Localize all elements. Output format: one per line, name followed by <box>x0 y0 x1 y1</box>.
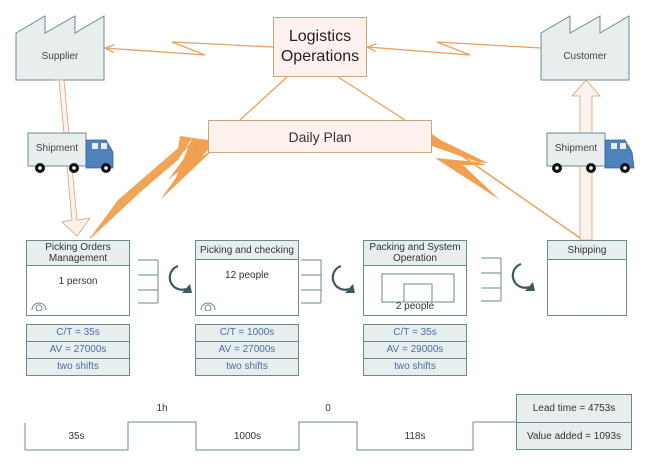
shifts: two shifts <box>196 359 298 375</box>
lightning-bolt-left <box>160 140 215 200</box>
operator-icon <box>200 302 216 311</box>
connector-line <box>239 76 288 121</box>
truck-icon-right <box>546 132 635 173</box>
lead-time: Lead time = 4753s <box>517 395 631 423</box>
cycle-arrow-head <box>345 284 355 293</box>
data-box-picking-checking: C/T = 1000s AV = 27000s two shifts <box>195 324 299 376</box>
process-title: Shipping <box>548 241 626 260</box>
info-line-from-customer <box>367 41 542 56</box>
cycle-arrow-head <box>525 282 535 291</box>
value-added-time: Value added = 1093s <box>526 431 622 442</box>
timeline-wait-time: 1h <box>156 403 168 414</box>
available-time: AV = 27000s <box>27 342 129 359</box>
available-time: AV = 29000s <box>364 342 466 359</box>
customer-label: Customer <box>563 51 607 62</box>
buffer-icon-1 <box>138 259 159 304</box>
lightning-bolt-right <box>432 136 500 200</box>
cycle-arrow-head <box>182 284 192 293</box>
supplier-shipment-arrow <box>54 79 91 237</box>
cycle-arrow-icon-2 <box>331 264 350 291</box>
timeline-wait-time: 0 <box>325 403 331 414</box>
daily-plan-box[interactable]: Daily Plan <box>208 120 432 153</box>
supplier-factory-icon <box>15 15 105 81</box>
daily-plan-label: Daily Plan <box>288 128 352 145</box>
truck-icon-left <box>27 132 114 173</box>
process-box-picking-orders[interactable]: Picking Orders Management 1 person <box>26 240 130 316</box>
process-box-shipping[interactable]: Shipping <box>547 240 627 316</box>
data-box-packing: C/T = 35s AV = 29000s two shifts <box>363 324 467 376</box>
process-operators: 1 person <box>58 276 98 287</box>
system-icon <box>381 273 455 303</box>
timeline-process-time: 35s <box>68 431 85 442</box>
process-operators: 12 people <box>225 270 269 281</box>
cycle-arrow-icon-3 <box>511 262 530 289</box>
shifts: two shifts <box>364 359 466 375</box>
process-box-packing[interactable]: Packing and System Operation 2 people <box>363 240 467 316</box>
shipment-label-right: Shipment <box>554 143 598 154</box>
timeline-process-time: 1000s <box>233 431 262 442</box>
timeline-line <box>24 421 516 451</box>
process-title: Picking Orders Management <box>27 241 129 266</box>
lightning-line <box>89 139 196 239</box>
logistics-operations-box[interactable]: Logistics Operations <box>273 17 367 77</box>
operator-icon <box>31 302 47 311</box>
customer-factory-icon <box>540 15 630 81</box>
buffer-icon-2 <box>301 259 322 304</box>
process-operators: 2 people <box>395 301 435 312</box>
timeline-summary-box: Lead time = 4753s Value added = 1093s <box>516 394 632 450</box>
cycle-time: C/T = 35s <box>364 325 466 342</box>
cycle-arrow-icon-1 <box>168 264 187 291</box>
available-time: AV = 27000s <box>196 342 298 359</box>
shifts: two shifts <box>27 359 129 375</box>
info-line-to-supplier <box>105 41 274 56</box>
timeline-process-time: 118s <box>404 431 426 442</box>
supplier-label: Supplier <box>41 51 79 62</box>
logistics-label-line2: Operations <box>280 48 360 65</box>
process-title: Packing and System Operation <box>364 241 466 266</box>
buffer-icon-3 <box>481 257 502 302</box>
shipment-label-left: Shipment <box>35 143 79 154</box>
process-title: Picking and checking <box>196 241 298 260</box>
cycle-time: C/T = 35s <box>27 325 129 342</box>
data-box-picking-orders: C/T = 35s AV = 27000s two shifts <box>26 324 130 376</box>
connector-line <box>337 76 406 121</box>
cycle-time: C/T = 1000s <box>196 325 298 342</box>
logistics-label-line1: Logistics <box>288 28 352 45</box>
process-box-picking-checking[interactable]: Picking and checking 12 people <box>195 240 299 316</box>
